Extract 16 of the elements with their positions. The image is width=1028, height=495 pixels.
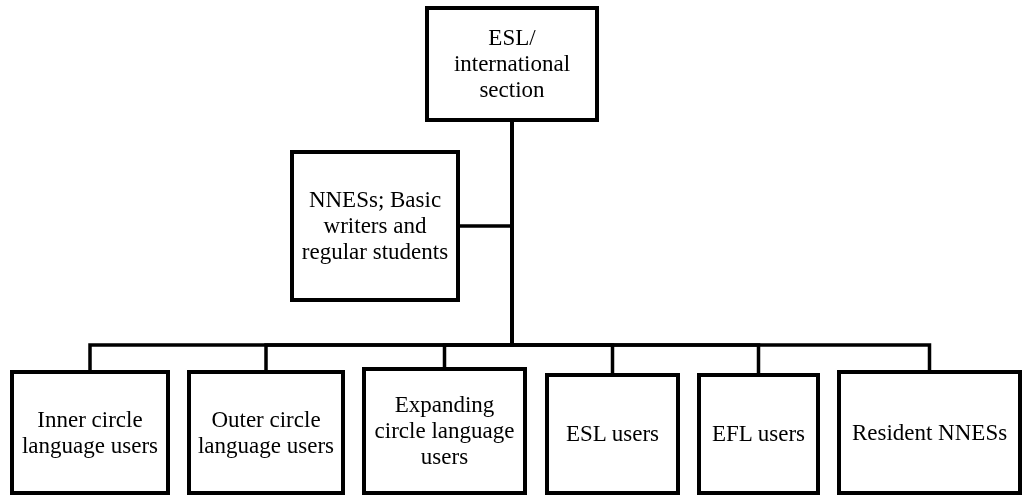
category-box xyxy=(837,370,1022,495)
box-label: Resident NNESs xyxy=(851,419,1008,446)
category-box xyxy=(10,370,170,495)
box-label: ESL/ international section xyxy=(452,25,572,103)
category-box xyxy=(545,373,680,495)
category-box xyxy=(290,150,460,302)
box-label: Expanding circle language users xyxy=(373,392,516,470)
category-box xyxy=(697,373,820,495)
box-label: Inner circle language users xyxy=(20,406,159,459)
box-label: ESL users xyxy=(565,421,660,447)
category-box xyxy=(425,6,599,122)
category-box xyxy=(362,367,527,495)
box-label: Outer circle language users xyxy=(196,406,335,459)
category-box xyxy=(187,370,345,495)
box-label: NNESs; Basic writers and regular students xyxy=(300,187,450,265)
box-label: EFL users xyxy=(711,421,806,447)
